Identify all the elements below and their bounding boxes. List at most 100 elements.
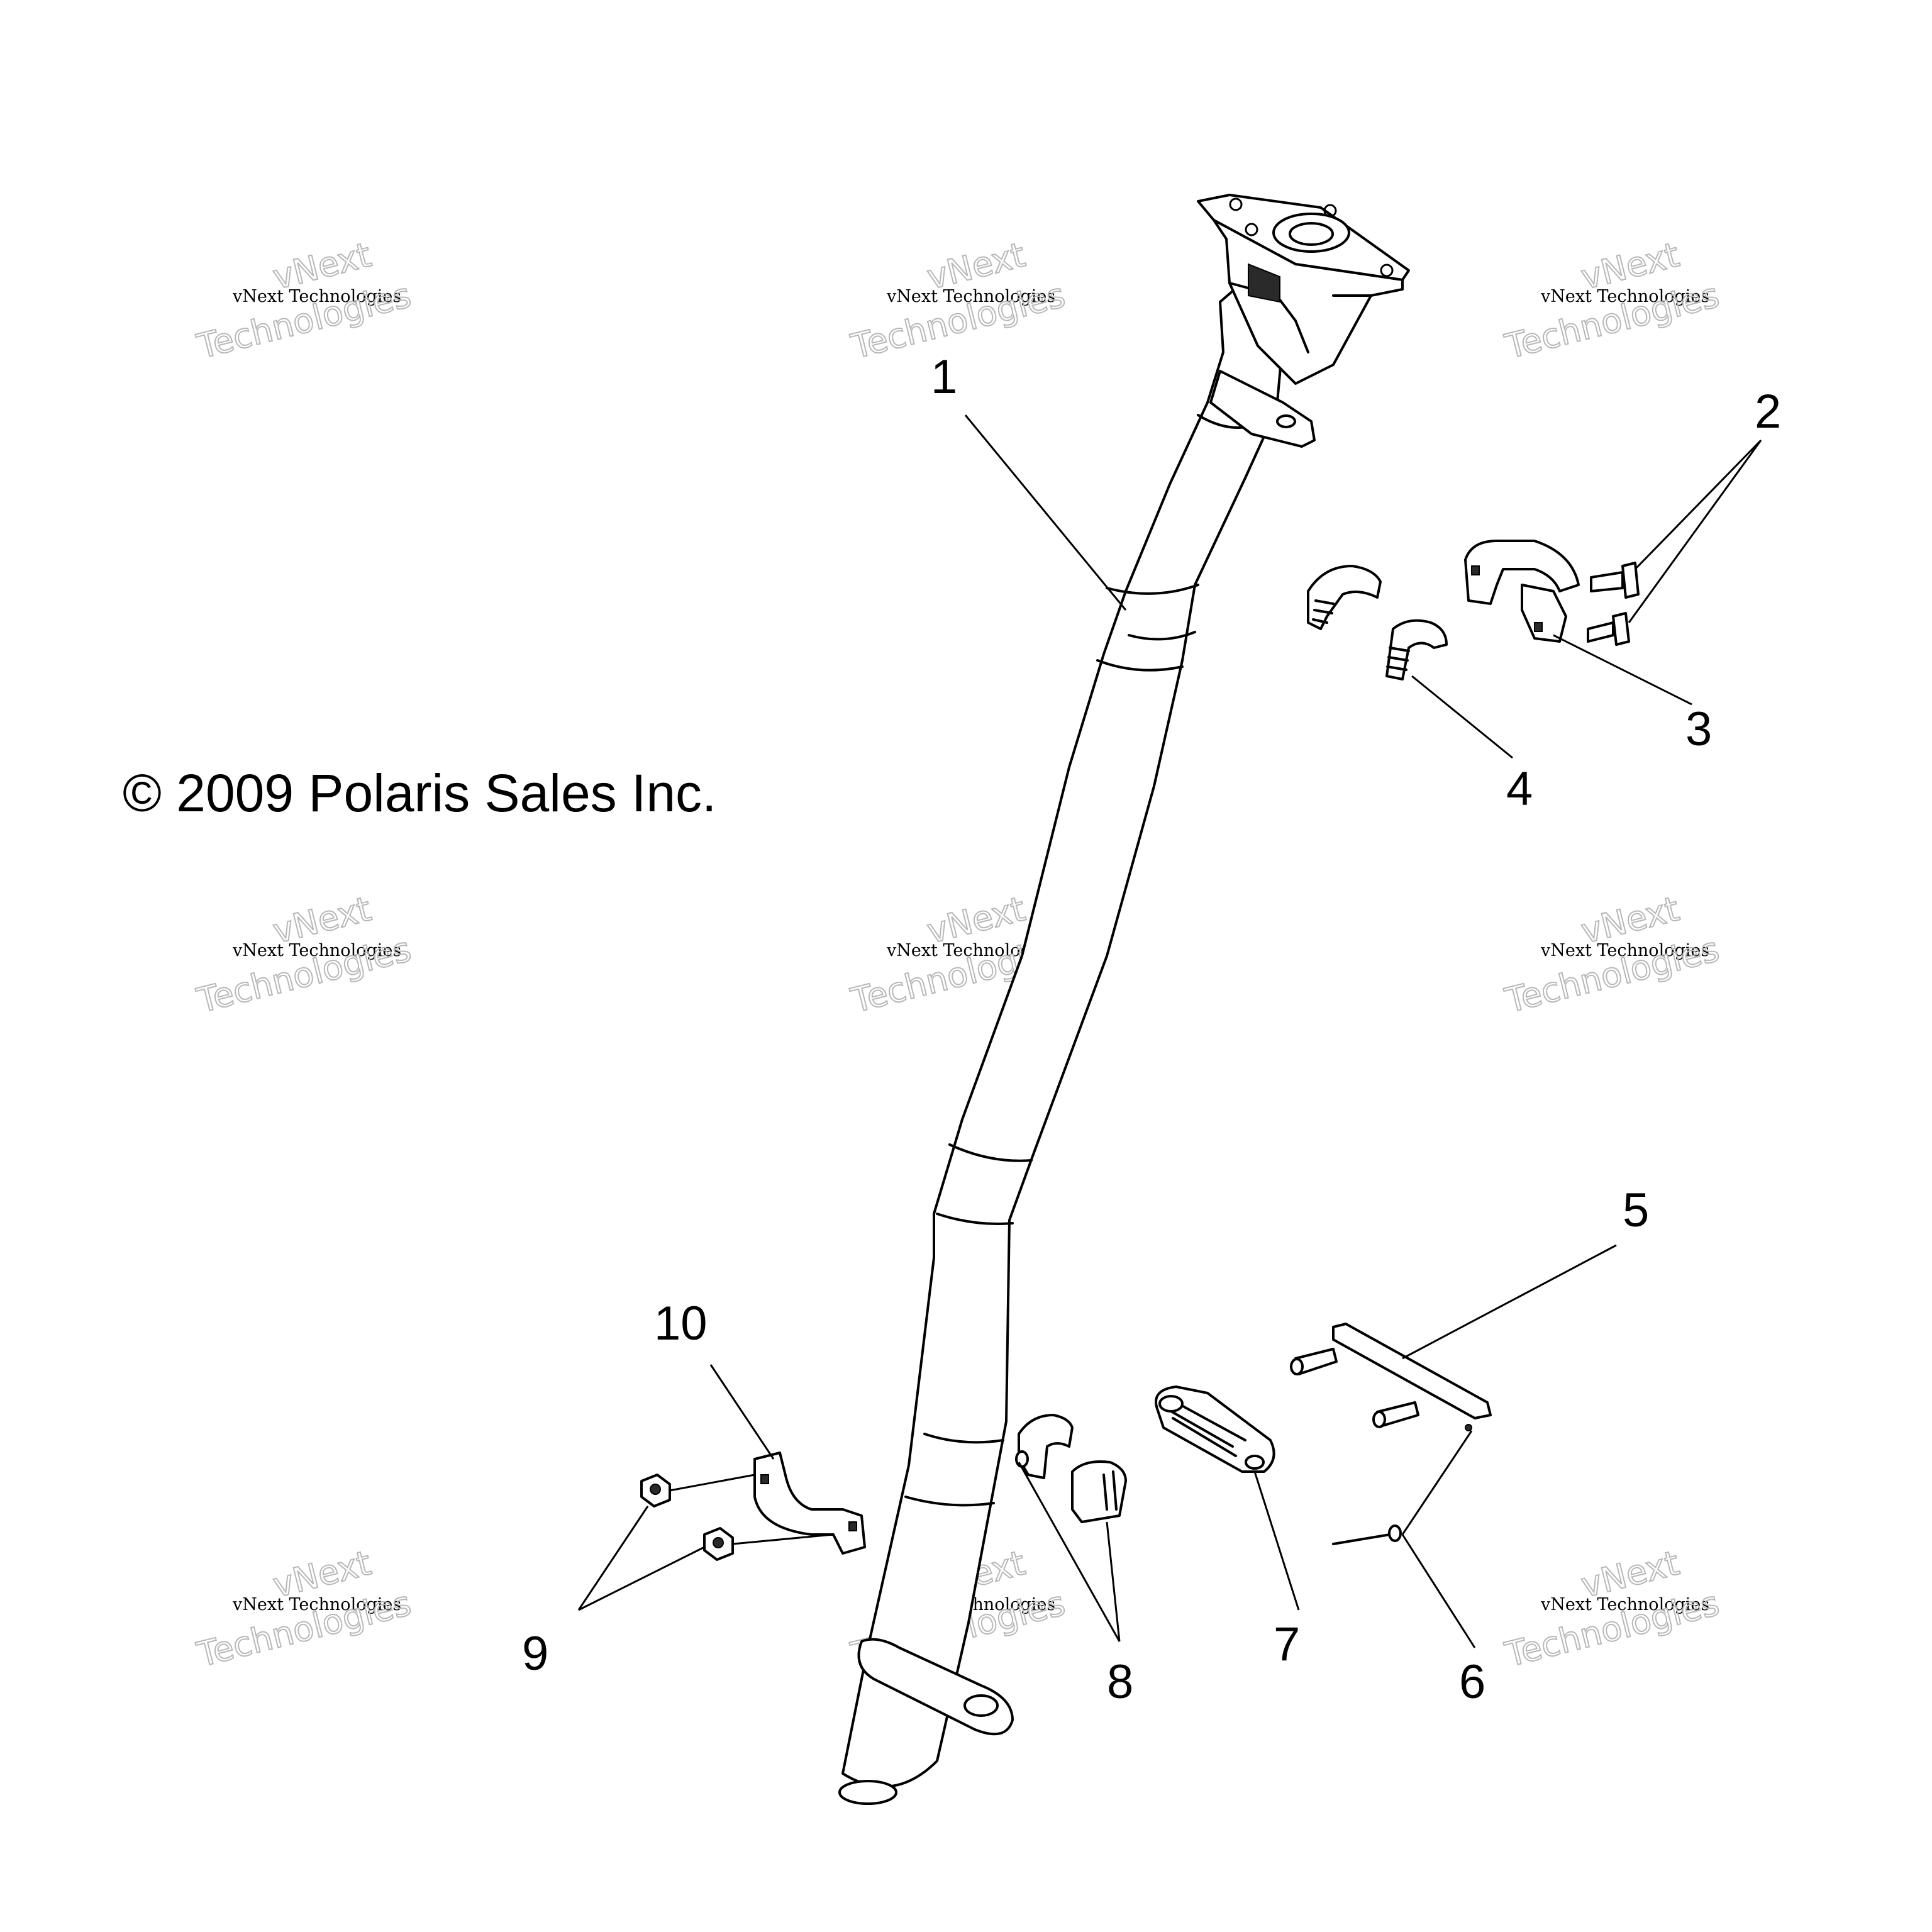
bushing-lip [1015,1450,1029,1468]
watermark: vNext vNext Technologies Technologies [1501,234,1724,367]
upper-clamp [1464,540,1580,643]
post-tube [841,282,1284,1788]
bracket-hole [1465,1424,1472,1431]
tube-band [936,1213,1014,1225]
leader-10 [709,1364,775,1460]
collar-hole [1276,414,1296,428]
bumper-block [1155,1385,1275,1473]
mount-window [1248,263,1280,303]
leader-8b [1106,1521,1121,1642]
leader-4 [1411,675,1513,759]
callout-6: 6 [1459,1655,1485,1709]
watermark-small: vNext Technologies [232,1595,401,1614]
callout-9: 9 [522,1627,548,1680]
steering-post [838,194,1410,1805]
tube-end [838,1780,897,1805]
lower-clamp [753,1452,866,1555]
callout-2: 2 [1755,385,1781,438]
tube-band [1106,584,1199,595]
bolt-head [1612,612,1630,646]
watermark-small: vNext Technologies [1540,1595,1709,1614]
callout-7: 7 [1274,1618,1300,1671]
watermark: vNext vNext Technologies Technologies [192,888,416,1021]
lower-bushing-pair [1015,1414,1127,1523]
callout-4: 4 [1506,762,1533,816]
watermark-small: vNext Technologies [232,287,401,306]
bolt-shank [1587,621,1614,643]
block-grooves [1165,1401,1246,1457]
bushing-ribs [1312,599,1335,624]
leader-2a [1634,439,1762,570]
watermark-small: vNext Technologies [1540,287,1709,306]
pin-end [1372,1411,1386,1428]
bushing-half [1385,619,1448,680]
block-hole [1158,1395,1184,1413]
mount-bearing-inner [1289,222,1334,246]
tube-band [923,1433,1004,1444]
bushing-half [1307,565,1382,630]
leader-3 [1553,634,1692,706]
leader-8a [1018,1462,1121,1642]
leader-9a [577,1506,649,1611]
clamp-slot [760,1474,769,1484]
bracket-plate [1332,1323,1492,1419]
clamp-body [753,1452,866,1555]
leader-1 [964,414,1127,611]
copyright-text: © 2009 Polaris Sales Inc. [123,763,716,823]
watermark-small: vNext Technologies [1540,941,1709,960]
clamp-slot [1471,565,1480,575]
mount-hole [1380,264,1394,277]
pin-end [1290,1358,1304,1375]
watermark: vNext vNext Technologies Technologies [847,234,1070,367]
nut-hole [650,1484,661,1495]
cotter-shaft [1332,1533,1391,1545]
watermark-small: vNext Technologies [232,941,401,960]
watermark: vNext vNext Technologies Technologies [1501,888,1724,1021]
clamp-slot [1534,622,1543,632]
watermark: vNext vNext Technologies Technologies [1501,1542,1724,1675]
leader-nut-clamp [732,1533,834,1545]
tube-band [904,1496,995,1507]
leader-2b [1628,440,1762,623]
mount-plate-body [1213,219,1404,385]
upper-bushing-pair [1307,565,1448,680]
cotter-pin [1332,1524,1402,1545]
bushing-ribs [1386,647,1410,671]
leader-9b [578,1546,705,1611]
leader-6b [1401,1534,1476,1648]
clamp-body [1464,540,1580,605]
bushing-half [1071,1460,1127,1523]
callout-5: 5 [1623,1184,1649,1237]
callout-numbers: 1 2 3 4 5 6 7 8 9 10 [522,350,1781,1709]
callout-10: 10 [654,1297,708,1350]
mount-hole [1323,204,1337,218]
bolt-head [1621,562,1640,599]
clamp-foot [1521,584,1567,643]
watermark: vNext vNext Technologies Technologies [192,234,416,367]
leader-7 [1253,1471,1300,1611]
mount-hole [1229,197,1243,211]
bushing-half [1018,1414,1074,1479]
callout-1: 1 [931,350,957,404]
nut-hole [713,1537,724,1548]
clamp-slot [848,1521,857,1531]
tube-band [948,1143,1033,1162]
block-hole [1245,1455,1265,1470]
callout-3: 3 [1685,702,1712,756]
watermark-small: vNext Technologies [886,287,1055,306]
bushing-ribs [1102,1470,1118,1511]
callout-8: 8 [1107,1655,1133,1709]
lower-nuts [640,1474,734,1561]
pin-bracket [1290,1323,1492,1431]
leader-nut-clamp [669,1474,755,1492]
tube-band [1128,631,1196,641]
upper-bolts [1587,562,1640,646]
bolt-shank [1590,571,1624,592]
leader-lines [577,414,1762,1648]
leader-6a [1401,1430,1473,1535]
ear-hole [963,1694,999,1717]
tube-band [1096,659,1184,672]
cotter-head [1388,1524,1402,1542]
mount-hole [1245,223,1258,236]
